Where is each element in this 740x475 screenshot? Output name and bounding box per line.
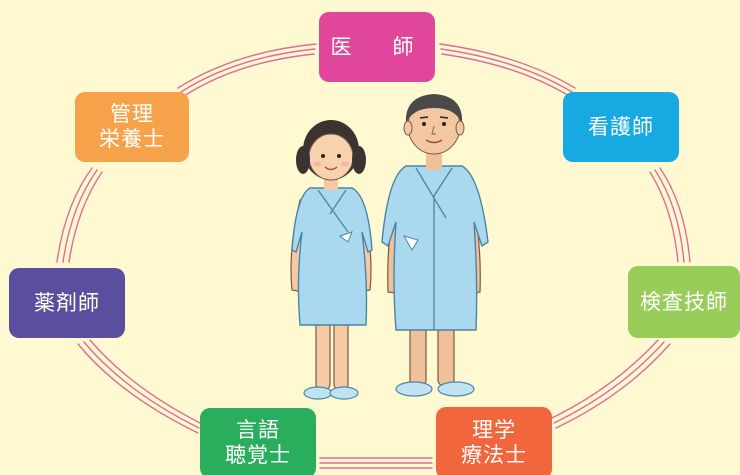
role-physical-therapist: 理学 療法士 bbox=[436, 407, 552, 475]
role-doctor: 医 師 bbox=[319, 12, 435, 82]
role-dietitian: 管理 栄養士 bbox=[75, 92, 189, 162]
role-doctor-label: 医 師 bbox=[330, 34, 424, 59]
role-physical-therapist-label-line2: 療法士 bbox=[461, 443, 527, 467]
male-patient-icon bbox=[381, 94, 489, 397]
role-speech-therapist-label-line2: 聴覚士 bbox=[225, 443, 291, 467]
role-nurse: 看護師 bbox=[563, 92, 679, 162]
role-nurse-label: 看護師 bbox=[588, 114, 654, 139]
role-speech-therapist: 言語 聴覚士 bbox=[200, 408, 316, 475]
role-dietitian-label-line1: 管理 bbox=[110, 102, 154, 126]
role-speech-therapist-label-line1: 言語 bbox=[236, 418, 280, 442]
role-lab-technician-label: 検査技師 bbox=[640, 289, 728, 314]
female-patient-icon bbox=[290, 120, 373, 400]
role-physical-therapist-label-line1: 理学 bbox=[472, 418, 516, 442]
role-pharmacist: 薬剤師 bbox=[9, 268, 125, 338]
role-pharmacist-label: 薬剤師 bbox=[34, 290, 100, 315]
role-dietitian-label-line2: 栄養士 bbox=[99, 127, 165, 151]
role-lab-technician: 検査技師 bbox=[628, 266, 740, 338]
